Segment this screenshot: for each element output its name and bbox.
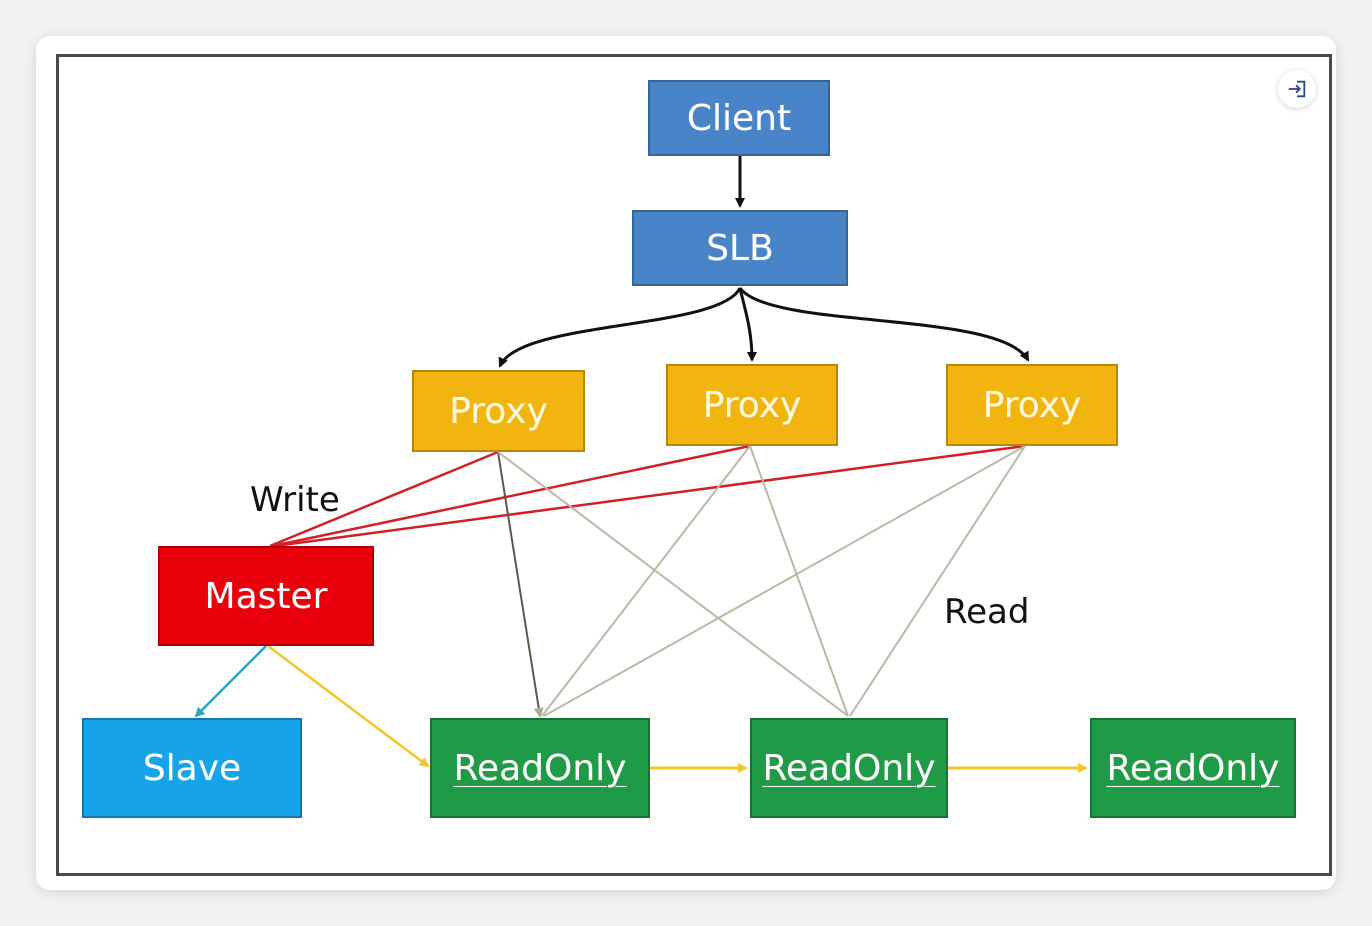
node-proxy-2: Proxy <box>666 364 838 446</box>
node-proxy-3: Proxy <box>946 364 1118 446</box>
node-readonly-1: ReadOnly <box>430 718 650 818</box>
edge-write-proxy-1 <box>269 450 499 548</box>
edge-read-proxy2-ro1 <box>541 445 751 717</box>
exit-to-right-icon <box>1288 80 1306 98</box>
edge-slb-proxy-1 <box>498 287 742 368</box>
edge-read-proxy3-ro2 <box>849 445 1026 717</box>
label-write: Write <box>250 480 340 520</box>
node-readonly-2: ReadOnly <box>750 718 948 818</box>
node-slb: SLB <box>632 210 848 286</box>
node-proxy-1: Proxy <box>412 370 585 452</box>
node-readonly-3: ReadOnly <box>1090 718 1296 818</box>
node-client: Client <box>648 80 830 156</box>
node-slave: Slave <box>82 718 302 818</box>
edge-slb-proxy-2 <box>738 287 757 362</box>
edge-master-readonly-1 <box>267 645 430 768</box>
edge-master-slave <box>194 645 267 718</box>
node-master: Master <box>158 546 374 646</box>
edge-read-proxy3-ro1 <box>543 445 1026 717</box>
edge-read-proxy1-ro2 <box>497 451 849 717</box>
label-read: Read <box>944 592 1030 632</box>
edge-write-proxy-2 <box>271 444 751 548</box>
edge-write-proxy-3 <box>274 444 1026 548</box>
edge-read-proxy2-ro2 <box>749 445 849 717</box>
edge-read-proxy1-ro1 <box>497 451 544 718</box>
exit-button[interactable] <box>1278 70 1316 108</box>
edge-slb-proxy-3 <box>738 287 1030 362</box>
